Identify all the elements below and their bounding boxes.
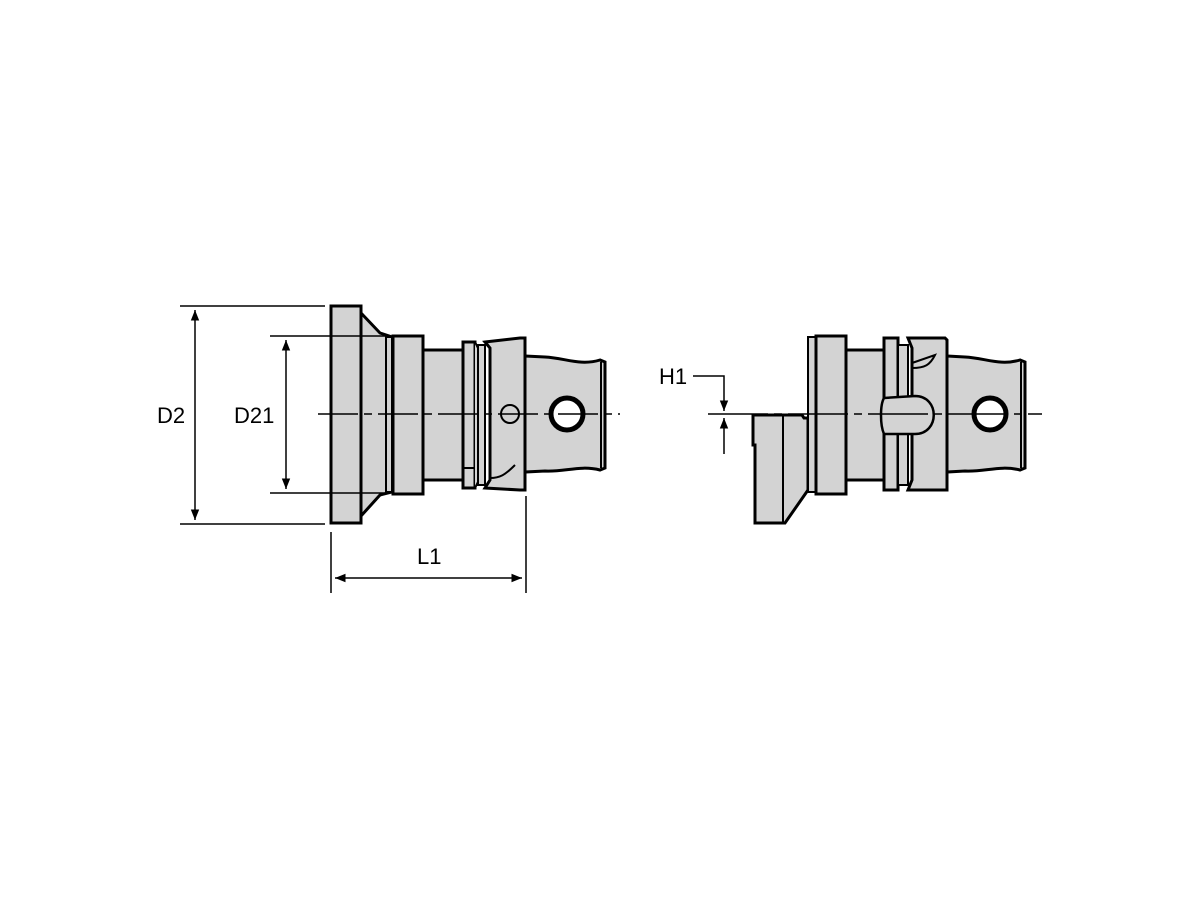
l1-dimension — [330, 496, 527, 593]
h1-dimension — [693, 375, 729, 454]
right-view — [751, 334, 1027, 525]
d2-dimension — [180, 305, 325, 525]
shoulder — [391, 334, 425, 496]
groove-ring — [461, 340, 477, 490]
l1-label: L1 — [417, 544, 442, 569]
shoulder — [814, 334, 848, 496]
offset-foot — [751, 413, 810, 525]
h1-label: H1 — [659, 364, 688, 389]
coolant-slot — [879, 394, 935, 436]
d2-label: D2 — [157, 403, 186, 428]
body — [844, 348, 886, 482]
d21-label: D21 — [234, 403, 275, 428]
body — [421, 348, 465, 482]
d21-dimension — [270, 335, 385, 494]
